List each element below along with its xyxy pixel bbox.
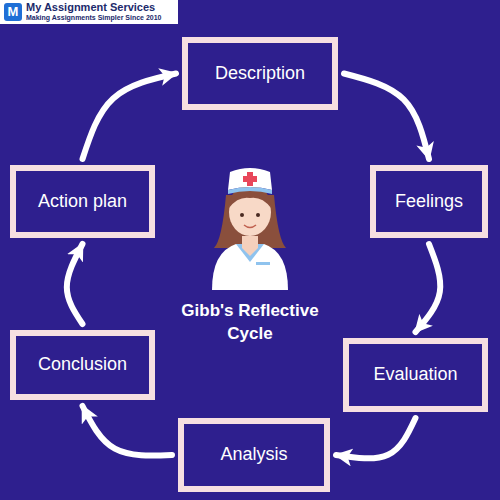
stage-box: Feelings: [370, 165, 488, 238]
diagram-title: Gibb's Reflective Cycle: [160, 300, 340, 346]
stage-label: Evaluation: [373, 364, 457, 386]
stage-label: Action plan: [38, 191, 127, 213]
brand-tagline: Making Assignments Simpler Since 2010: [26, 13, 162, 22]
cycle-arrow: [83, 406, 173, 456]
logo-icon: [4, 3, 22, 21]
logo-bar: [0, 0, 178, 24]
nurse-figure: [212, 168, 288, 290]
stage-box: Evaluation: [343, 338, 488, 412]
stage-box: Analysis: [178, 418, 330, 492]
cycle-arrow: [336, 418, 416, 458]
stage-label: Conclusion: [38, 354, 127, 376]
stage-box: Conclusion: [10, 330, 155, 400]
cycle-arrow: [83, 74, 177, 160]
brand-name: My Assignment Services: [26, 1, 155, 14]
stage-box: Description: [182, 37, 338, 110]
stage-box: Action plan: [10, 165, 155, 238]
stage-label: Description: [215, 63, 305, 85]
cycle-arrow: [67, 244, 83, 324]
logo-letter: M: [4, 3, 22, 21]
stage-label: Analysis: [220, 444, 287, 466]
stage-label: Feelings: [395, 191, 463, 213]
cycle-arrow: [344, 74, 429, 160]
cycle-arrow: [416, 244, 441, 332]
